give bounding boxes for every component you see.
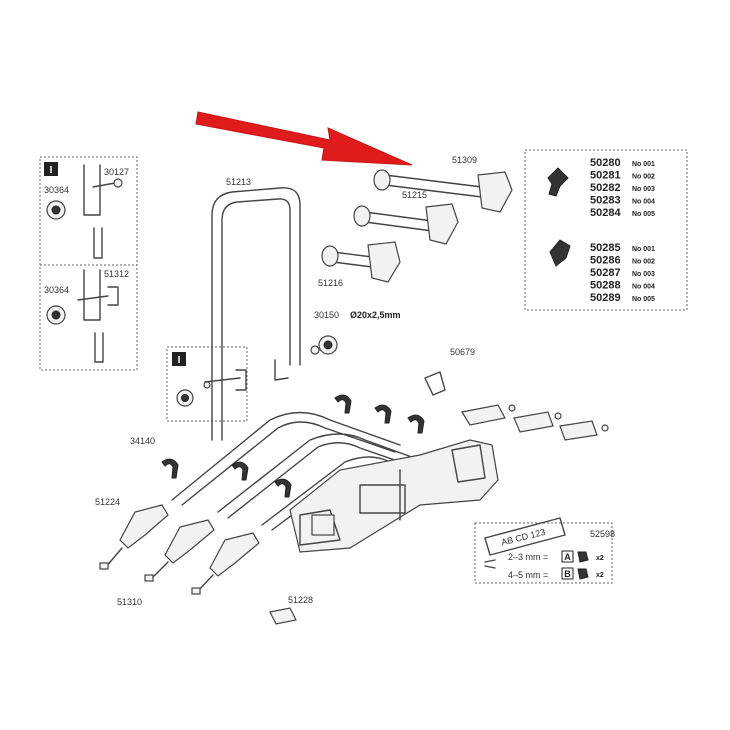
knob-icon-c — [176, 389, 194, 407]
holder-bar-51309 — [373, 169, 513, 213]
key-number-50288: No 004 — [632, 284, 655, 291]
straps: 34140 — [130, 394, 425, 498]
label-34140: 34140 — [130, 436, 155, 446]
dim-a-label: 2–3 mm = — [508, 552, 548, 562]
key-number-50286: No 002 — [632, 259, 655, 266]
key-number-50280: No 001 — [632, 161, 655, 168]
key-code-50282: 50282 — [590, 182, 621, 194]
key-code-50283: 50283 — [590, 195, 621, 207]
key-code-50287: 50287 — [590, 267, 621, 279]
inset-mark-left-text: I — [50, 165, 53, 176]
key-icon-a — [547, 167, 569, 197]
part-51228: 51228 — [269, 595, 313, 625]
key-code-50289: 50289 — [590, 292, 621, 304]
key-icon-b — [549, 239, 571, 267]
label-51213: 51213 — [226, 177, 251, 187]
key-number-50282: No 003 — [632, 186, 655, 193]
key-number-50289: No 005 — [632, 296, 655, 303]
holder-bar-51216 — [321, 241, 401, 283]
label-30127: 30127 — [104, 167, 129, 177]
key-number-50285: No 001 — [632, 246, 655, 253]
dim-b-label: 4–5 mm = — [508, 570, 548, 580]
tag-a: A — [564, 552, 571, 562]
label-tube-dimension: Ø20x2,5mm — [350, 310, 401, 320]
label-30150: 30150 — [314, 310, 339, 320]
inset-mark-left — [44, 162, 58, 176]
key-code-50284: 50284 — [590, 207, 621, 219]
arrow-shape — [195, 111, 413, 166]
red-pointer-arrow — [195, 111, 413, 166]
knob-icon-b — [46, 305, 66, 325]
key-code-50288: 50288 — [590, 280, 621, 292]
key-number-50283: No 004 — [632, 199, 655, 206]
carrier-frame — [171, 411, 499, 553]
inset-mark-middle-text: I — [178, 355, 181, 366]
wheel-holders: 51224 51310 — [95, 497, 260, 607]
qty-a: x2 — [596, 555, 604, 562]
label-51224: 51224 — [95, 497, 120, 507]
key-code-50285: 50285 — [590, 242, 621, 254]
label-30364-a: 30364 — [44, 185, 69, 195]
key-code-50281: 50281 — [590, 170, 621, 182]
rear-light-units — [461, 404, 609, 441]
qty-b: x2 — [596, 572, 604, 579]
label-50679: 50679 — [450, 347, 475, 357]
label-52598: 52598 — [590, 529, 615, 539]
screw-icon-b — [577, 568, 589, 580]
key-number-50284: No 005 — [632, 211, 655, 218]
label-51216: 51216 — [318, 278, 343, 288]
knob-icon-a — [46, 200, 66, 220]
key-code-50286: 50286 — [590, 255, 621, 267]
holder-bar-51215 — [353, 203, 459, 245]
bike-holder-bars: 51309 51215 51216 — [318, 155, 513, 288]
label-30364-b: 30364 — [44, 285, 69, 295]
left-inset-panel: I 30127 30364 30364 51312 — [39, 156, 138, 371]
middle-inset-panel: I — [166, 346, 248, 422]
knob-icon-30150 — [318, 335, 338, 355]
inset-mark-middle — [172, 352, 186, 366]
label-51215: 51215 — [402, 190, 427, 200]
label-51228: 51228 — [288, 595, 313, 605]
label-51312: 51312 — [104, 269, 129, 279]
screw-icon-a — [577, 551, 589, 563]
tag-b: B — [564, 569, 571, 579]
plate-panel: AB CD 123 52598 2–3 mm = 4–5 mm = A B x2… — [474, 517, 615, 584]
key-number-50287: No 003 — [632, 271, 655, 278]
key-number-50281: No 002 — [632, 174, 655, 181]
plate-text: AB CD 123 — [500, 527, 546, 548]
folding-arm: 51213 — [211, 177, 320, 441]
key-code-50280: 50280 — [590, 157, 621, 169]
label-51309: 51309 — [452, 155, 477, 165]
bracket-50679: 50679 — [424, 347, 475, 396]
label-51310: 51310 — [117, 597, 142, 607]
